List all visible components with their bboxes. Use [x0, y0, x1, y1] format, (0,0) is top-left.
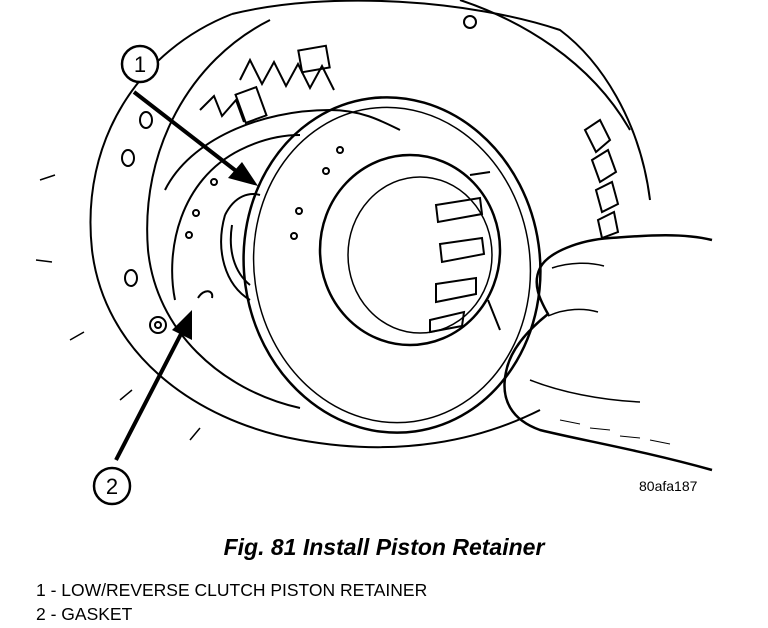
ring-gear-teeth: [583, 118, 620, 240]
piston-retainer-illustration: 1 2: [35, 0, 713, 506]
bolt-hole: [139, 111, 153, 129]
bolt-head-center: [154, 321, 162, 329]
housing-inner-ring: [164, 108, 401, 191]
clutch-pack-teeth: [199, 94, 245, 123]
gasket-notch: [197, 290, 214, 299]
hand: [503, 233, 713, 472]
clutch-pack-teeth: [239, 57, 335, 91]
callout-1-number: 1: [134, 52, 146, 77]
case-upper-edge: [231, 0, 651, 201]
bore-splines: [429, 171, 501, 334]
gasket-hole: [185, 231, 193, 239]
piston-retainer-bore: [318, 153, 502, 347]
legend: 1 - LOW/REVERSE CLUTCH PISTON RETAINER 2…: [36, 578, 427, 626]
callout-2-leader: [114, 310, 192, 461]
piston-retainer-outer: [242, 96, 542, 434]
bolt-head: [149, 316, 167, 334]
retainer-hole: [336, 146, 344, 154]
bolt-hole: [124, 269, 138, 287]
retainer-hole: [290, 232, 298, 240]
callout-1: 1: [120, 44, 160, 84]
piston-retainer-bore-inner: [347, 176, 493, 334]
transmission-case-outline: [89, 13, 541, 449]
bolt-head: [463, 15, 477, 29]
clutch-pack-segment: [297, 44, 331, 74]
gasket: [171, 134, 301, 301]
callout-2: 2: [92, 466, 132, 506]
hand-finger-line: [529, 262, 641, 403]
legend-item: 2 - GASKET: [36, 604, 133, 624]
retainer-hole: [295, 207, 303, 215]
case-hatching: [35, 174, 201, 441]
retainer-hole: [322, 167, 330, 175]
clutch-pack-segment: [234, 85, 268, 125]
figure-reference-code: 80afa187: [639, 478, 698, 494]
callout-2-number: 2: [106, 474, 118, 499]
bolt-hole: [121, 149, 135, 167]
gasket-hole: [192, 209, 200, 217]
case-flange: [459, 0, 631, 131]
figure-caption: Fig. 81 Install Piston Retainer: [223, 534, 545, 560]
legend-item: 1 - LOW/REVERSE CLUTCH PISTON RETAINER: [36, 580, 428, 600]
gasket-hole: [210, 178, 218, 186]
callout-1-leader: [132, 90, 258, 186]
case-inner-rim: [146, 19, 301, 409]
hand-shading: [559, 419, 671, 445]
piston-retainer-rim: [252, 106, 532, 424]
